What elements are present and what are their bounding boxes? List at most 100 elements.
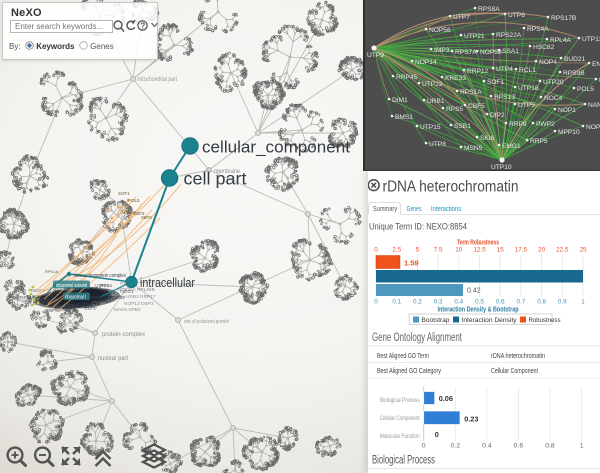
svg-text:SOF1: SOF1 xyxy=(118,191,130,196)
svg-text:ERB1: ERB1 xyxy=(84,292,97,298)
svg-text:SSA1: SSA1 xyxy=(502,48,519,55)
svg-text:YTM1: YTM1 xyxy=(67,289,80,295)
svg-text:Biological Process: Biological Process xyxy=(380,397,420,404)
svg-text:UTP22: UTP22 xyxy=(122,210,137,215)
svg-text:UTP9: UTP9 xyxy=(367,52,384,59)
svg-text:Cellular Component: Cellular Component xyxy=(491,366,539,375)
svg-text:RPS7A: RPS7A xyxy=(455,49,477,56)
svg-text:NSA1: NSA1 xyxy=(59,299,72,305)
svg-text:0.6: 0.6 xyxy=(496,299,505,306)
svg-text:RPS22A: RPS22A xyxy=(76,286,95,292)
svg-text:RPS17B: RPS17B xyxy=(551,15,577,22)
svg-text:NOP56: NOP56 xyxy=(87,293,103,299)
svg-text:0.4: 0.4 xyxy=(454,299,463,306)
svg-text:DIP2: DIP2 xyxy=(490,112,505,119)
svg-text:Biological Process: Biological Process xyxy=(372,455,435,467)
svg-text:YTM1: YTM1 xyxy=(84,291,97,297)
svg-text:BRX1: BRX1 xyxy=(74,303,87,309)
svg-text:RPL5: RPL5 xyxy=(71,299,83,305)
svg-text:subunit precursor: subunit precursor xyxy=(91,295,125,301)
svg-text:RPS9B: RPS9B xyxy=(563,70,585,77)
svg-text:RPL25: RPL25 xyxy=(50,295,65,301)
svg-text:RPL5: RPL5 xyxy=(67,289,79,295)
svg-text:Interactions: Interactions xyxy=(431,204,461,213)
svg-text:RPS4A: RPS4A xyxy=(527,26,549,33)
svg-text:UTP21: UTP21 xyxy=(76,298,91,304)
svg-text:NOP4: NOP4 xyxy=(65,298,78,304)
svg-text:RPF2: RPF2 xyxy=(91,290,104,296)
svg-text:0: 0 xyxy=(374,247,378,254)
svg-text:RLP7: RLP7 xyxy=(59,300,71,306)
svg-text:SSF1: SSF1 xyxy=(55,293,67,299)
svg-text:SSF1: SSF1 xyxy=(88,293,100,299)
svg-text:NOP4: NOP4 xyxy=(85,293,98,299)
svg-text:1.59: 1.59 xyxy=(404,259,419,268)
svg-text:CBF5: CBF5 xyxy=(133,211,145,216)
svg-text:0: 0 xyxy=(422,443,426,450)
svg-text:1: 1 xyxy=(580,443,584,450)
svg-text:MAK16: MAK16 xyxy=(62,298,78,304)
svg-text:PUF6: PUF6 xyxy=(82,289,95,295)
svg-text:?: ? xyxy=(140,21,145,30)
svg-text:RPS22A: RPS22A xyxy=(33,295,52,301)
svg-text:10: 10 xyxy=(455,247,463,254)
svg-text:Cellular Component: Cellular Component xyxy=(380,415,420,422)
svg-text:MAK21: MAK21 xyxy=(93,288,109,294)
svg-text:NOP56: NOP56 xyxy=(87,289,103,295)
svg-text:NOP56: NOP56 xyxy=(66,300,82,306)
svg-text:UTP15: UTP15 xyxy=(420,124,441,131)
svg-text:RRP1: RRP1 xyxy=(41,295,54,301)
svg-text:RRP1: RRP1 xyxy=(72,286,85,292)
svg-text:0.2: 0.2 xyxy=(451,443,461,450)
svg-text:HAS1: HAS1 xyxy=(55,307,68,313)
svg-text:RPF2: RPF2 xyxy=(78,303,91,309)
svg-text:SSF2: SSF2 xyxy=(84,294,96,300)
svg-text:NOP13 DBP3: NOP13 DBP3 xyxy=(124,301,154,307)
svg-text:RPL5: RPL5 xyxy=(100,283,112,289)
svg-text:cellular_component: cellular_component xyxy=(202,138,350,157)
svg-text:Robustness: Robustness xyxy=(529,317,562,324)
svg-text:1: 1 xyxy=(581,299,585,306)
svg-text:RPS1A: RPS1A xyxy=(460,89,482,96)
svg-text:nuclear part: nuclear part xyxy=(98,355,128,362)
svg-text:mitochondrial part: mitochondrial part xyxy=(137,76,177,83)
svg-text:NOP1: NOP1 xyxy=(558,107,576,114)
svg-text:SSB1: SSB1 xyxy=(454,123,471,130)
svg-text:NOG1: NOG1 xyxy=(93,291,107,297)
svg-text:NOC4: NOC4 xyxy=(544,95,563,102)
svg-text:0.3: 0.3 xyxy=(434,299,443,306)
svg-text:RLP7: RLP7 xyxy=(68,298,80,304)
svg-text:RPL4A: RPL4A xyxy=(550,37,571,44)
svg-text:UTP21: UTP21 xyxy=(95,283,110,289)
svg-text:Interaction Density & Bootstra: Interaction Density & Bootstrap xyxy=(438,305,519,314)
svg-text:NSA1: NSA1 xyxy=(82,286,95,292)
svg-text:CIC1: CIC1 xyxy=(78,304,89,310)
svg-text:NOG1: NOG1 xyxy=(85,290,99,296)
svg-text:RPF1: RPF1 xyxy=(89,288,102,294)
svg-text:RPF2: RPF2 xyxy=(75,299,88,305)
svg-text:UTP7: UTP7 xyxy=(453,14,470,21)
svg-text:MPP10: MPP10 xyxy=(558,129,580,136)
svg-text:RCL1: RCL1 xyxy=(519,67,536,74)
svg-text:NSA1: NSA1 xyxy=(83,300,96,306)
svg-text:Gene Ontology Alignment: Gene Ontology Alignment xyxy=(372,332,463,344)
svg-text:NSA1: NSA1 xyxy=(87,296,100,302)
svg-text:Unique Term ID: NEXO:8854: Unique Term ID: NEXO:8854 xyxy=(369,222,467,233)
svg-text:NOP7: NOP7 xyxy=(75,298,88,304)
svg-text:RPF2: RPF2 xyxy=(75,286,88,292)
svg-text:intracellular: intracellular xyxy=(140,276,195,290)
svg-text:MAK16: MAK16 xyxy=(33,301,49,307)
svg-text:0.4: 0.4 xyxy=(482,443,492,450)
svg-text:5: 5 xyxy=(416,247,420,254)
svg-text:22.5: 22.5 xyxy=(556,247,569,254)
svg-text:RPL16A: RPL16A xyxy=(20,295,39,301)
svg-text:Best Aligned GO Term: Best Aligned GO Term xyxy=(377,351,429,360)
svg-text:NIP7: NIP7 xyxy=(71,301,82,307)
svg-text:NOP7: NOP7 xyxy=(86,295,99,301)
svg-text:2BF5: 2BF5 xyxy=(141,215,152,220)
svg-text:MSN5: MSN5 xyxy=(464,145,483,152)
svg-text:cell part: cell part xyxy=(184,169,247,189)
svg-text:SSF1: SSF1 xyxy=(77,298,89,304)
svg-text:RPL16A: RPL16A xyxy=(89,294,108,300)
svg-text:0.2: 0.2 xyxy=(413,299,422,306)
